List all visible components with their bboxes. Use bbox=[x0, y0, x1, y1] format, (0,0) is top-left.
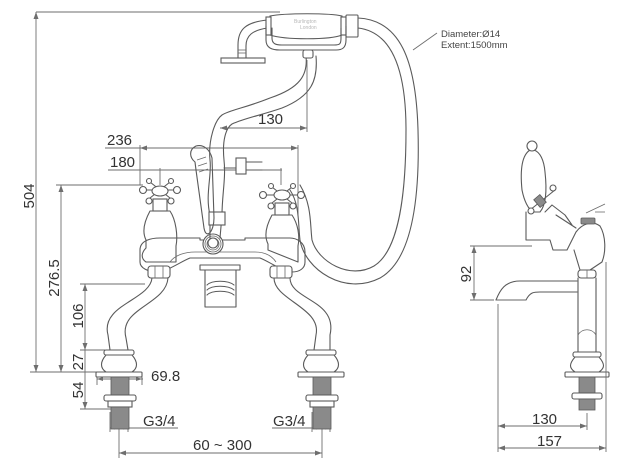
handset: Burlington London bbox=[220, 13, 359, 64]
label-shank-length: 54 bbox=[70, 382, 87, 399]
left-cross-handle bbox=[138, 177, 182, 212]
hose-connector bbox=[235, 157, 247, 175]
label-side-overall-projection: 157 bbox=[537, 433, 562, 450]
dimension-side-spout-projection: 130 bbox=[497, 304, 588, 452]
right-cross-handle bbox=[258, 182, 306, 216]
label-overall-height: 504 bbox=[21, 183, 38, 208]
label-spout-height: 92 bbox=[458, 266, 475, 283]
label-thread-left: G3/4 bbox=[143, 413, 176, 430]
front-view: Burlington London Diameter:Ø14 Extent:15… bbox=[95, 13, 508, 430]
dimension-width-overall: 236 bbox=[105, 132, 299, 215]
handset-brand-sub: London bbox=[300, 25, 317, 31]
diverter-lever bbox=[190, 145, 215, 235]
left-union-nut bbox=[147, 265, 171, 279]
dimension-overall-height: 504 bbox=[21, 11, 280, 373]
shower-head bbox=[220, 57, 266, 64]
label-riser-height: 106 bbox=[70, 303, 87, 328]
hose-extent-label: Extent:1500mm bbox=[441, 40, 508, 51]
label-body-height: 276.5 bbox=[46, 259, 63, 297]
label-handset-offset: 130 bbox=[258, 111, 283, 128]
shower-hose bbox=[289, 17, 419, 285]
cradle-nut bbox=[208, 211, 226, 226]
right-shank bbox=[297, 349, 345, 430]
dimension-flange-diameter: 69.8 bbox=[96, 368, 180, 385]
handset-brand: Burlington bbox=[294, 19, 317, 25]
dimension-riser-height: 106 bbox=[70, 283, 145, 350]
label-flange-diameter: 69.8 bbox=[151, 368, 180, 385]
dimension-handset-offset: 130 bbox=[220, 60, 308, 132]
dimension-side-overall-projection: 157 bbox=[498, 262, 607, 452]
dimension-collar-height: 27 bbox=[70, 349, 105, 373]
label-width-overall: 236 bbox=[107, 132, 132, 149]
center-boss bbox=[202, 233, 224, 255]
label-collar-height: 27 bbox=[70, 354, 87, 371]
label-side-spout-projection: 130 bbox=[532, 411, 557, 428]
center-spout bbox=[199, 264, 241, 308]
hose-diameter-label: Diameter:Ø14 bbox=[441, 29, 500, 40]
side-view bbox=[495, 140, 610, 411]
label-width-handles: 180 bbox=[110, 154, 135, 171]
dimension-shank-length: 54 bbox=[70, 372, 112, 410]
dimension-body-height: 276.5 bbox=[46, 184, 143, 372]
left-shank bbox=[95, 349, 143, 430]
dimension-spout-height: 92 bbox=[458, 245, 532, 301]
handset-cradle bbox=[207, 55, 317, 239]
label-thread-right: G3/4 bbox=[273, 413, 306, 430]
label-centres: 60 ~ 300 bbox=[193, 437, 252, 454]
hose-annotation: Diameter:Ø14 Extent:1500mm bbox=[412, 29, 508, 51]
right-union-nut bbox=[269, 265, 293, 279]
